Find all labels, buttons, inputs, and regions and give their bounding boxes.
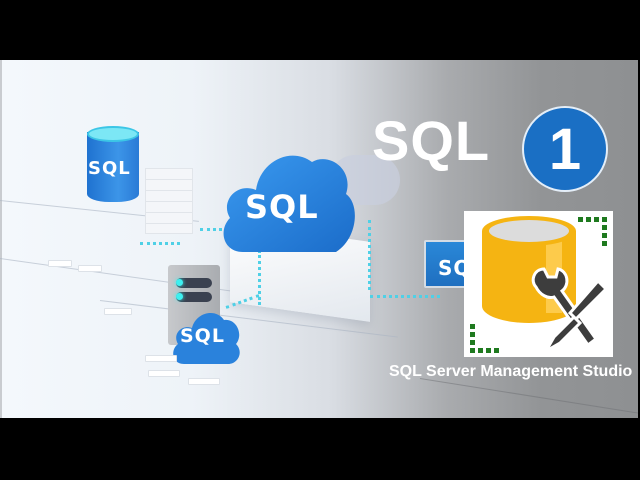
server-slot bbox=[176, 278, 212, 288]
cloud-icon-small bbox=[173, 313, 240, 364]
cloud-icon-large bbox=[223, 155, 355, 252]
database-cylinder-icon bbox=[482, 216, 576, 323]
server-slot bbox=[176, 292, 212, 302]
database-icon bbox=[87, 132, 139, 202]
cloud-large-label: SQL bbox=[245, 188, 319, 226]
connector-line bbox=[370, 295, 440, 298]
key-tile bbox=[78, 265, 102, 272]
connector-line bbox=[140, 242, 180, 245]
corner-bracket-icon bbox=[470, 217, 607, 353]
episode-badge: 1 bbox=[522, 106, 608, 192]
server-led bbox=[176, 279, 183, 286]
database-label: SQL bbox=[88, 158, 131, 179]
key-tile bbox=[104, 308, 132, 315]
key-tile bbox=[188, 378, 220, 385]
key-tile bbox=[148, 370, 180, 377]
hero-title: SQL bbox=[372, 109, 491, 172]
connector-line bbox=[200, 228, 240, 231]
server-rack bbox=[145, 168, 193, 234]
floor-line bbox=[419, 378, 638, 415]
connector-line bbox=[258, 250, 261, 305]
connector-line bbox=[368, 220, 371, 290]
key-tile bbox=[48, 260, 72, 267]
ssms-logo bbox=[464, 211, 613, 357]
ssms-caption: SQL Server Management Studio bbox=[389, 363, 633, 380]
ssms-logo-graphic bbox=[470, 216, 609, 356]
key-tile bbox=[145, 355, 177, 362]
server-led bbox=[176, 293, 183, 300]
cloud-small-label: SQL bbox=[180, 325, 225, 347]
database-top bbox=[87, 126, 139, 142]
wrench-screwdriver-icon bbox=[531, 267, 609, 356]
